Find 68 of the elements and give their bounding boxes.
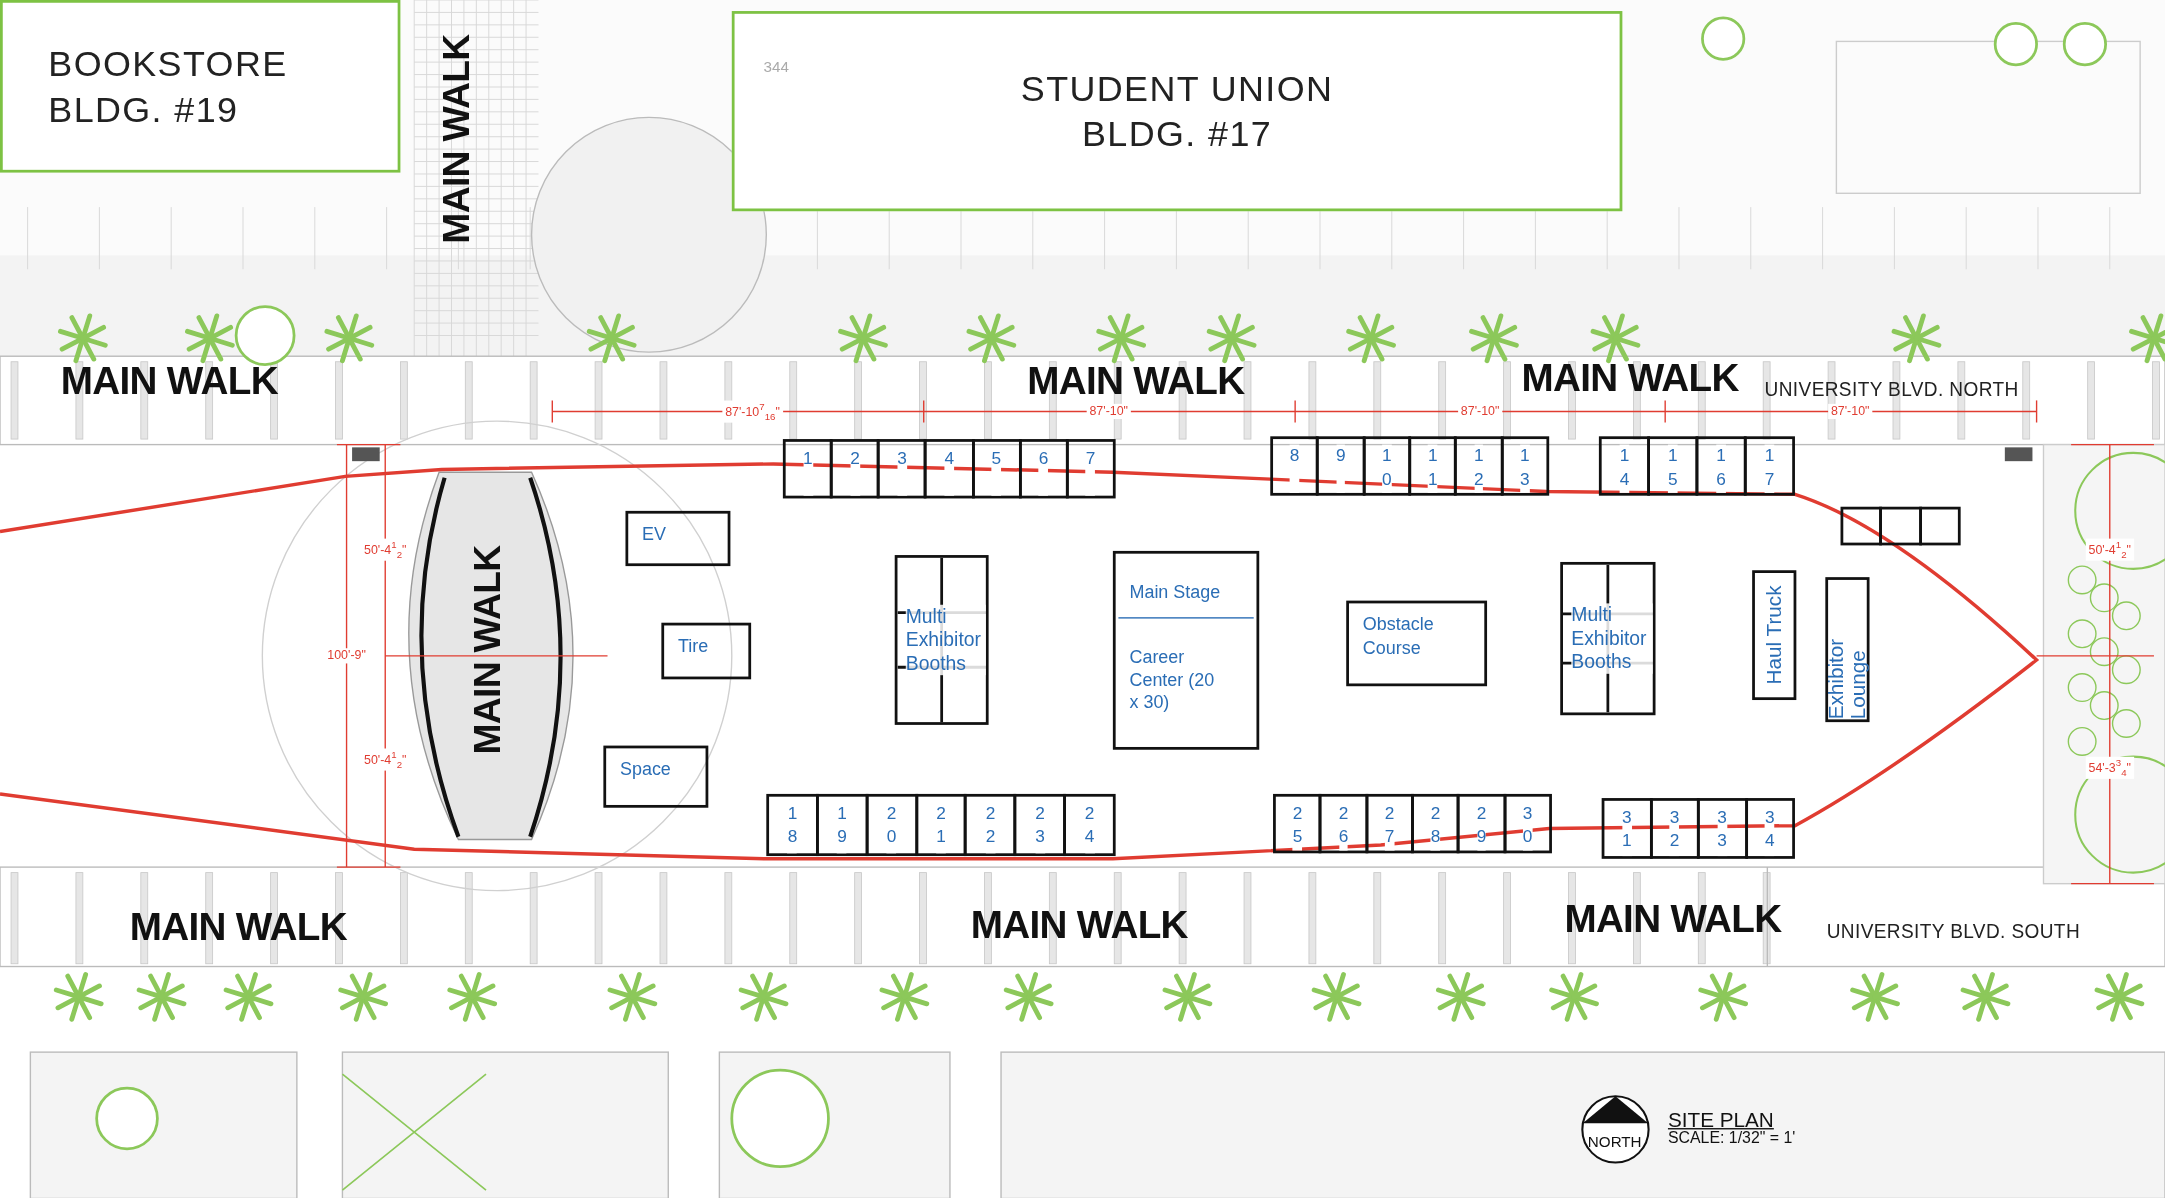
booth-box	[924, 439, 975, 499]
dimension-label: 87'-10"	[1828, 403, 1873, 420]
booth-box	[1065, 439, 1116, 499]
booth-box	[766, 793, 819, 857]
building-label: STUDENT UNION BLDG. #17	[1019, 66, 1335, 156]
booth-number: 13	[1520, 444, 1530, 493]
dimension-label: 87'-10"	[1086, 403, 1131, 420]
booth-number: 14	[1619, 444, 1630, 493]
area-label: Tire	[677, 635, 709, 656]
street-label: UNIVERSITY BLVD. SOUTH	[1826, 919, 2081, 941]
booth-number: 17	[1764, 444, 1775, 493]
area-label: EV	[642, 523, 666, 544]
booth-box	[1063, 793, 1116, 857]
booth-block	[1560, 561, 1656, 716]
walkway-label: MAIN WALK	[970, 905, 1188, 945]
booth-box	[1918, 506, 1961, 546]
booth-number: 16	[1716, 444, 1726, 493]
booth-box	[865, 793, 918, 857]
scale-note: SCALE: 1/32" = 1'	[1667, 1130, 1796, 1147]
booth-number: 11	[1427, 444, 1438, 493]
area-box	[603, 745, 709, 808]
booth-box	[1319, 793, 1368, 854]
booth-block	[894, 555, 989, 725]
area-box	[625, 510, 731, 567]
dimension-label: 50'-4$^{1}$$_{2}$"	[2085, 538, 2134, 561]
booth-box	[1696, 798, 1748, 859]
building-label: BOOKSTORE BLDG. #19	[48, 41, 289, 132]
booth-number: 10	[1381, 444, 1392, 493]
booth-number: 9	[1335, 444, 1346, 493]
walkway-label: MAIN WALK	[439, 34, 477, 244]
booth-box	[1365, 793, 1414, 854]
area-label: Haul Truck	[1763, 585, 1786, 685]
area-label: Space	[619, 758, 671, 779]
walkway-label: MAIN WALK	[1027, 361, 1245, 401]
area-box	[1825, 577, 1870, 723]
north-label: NORTH	[1587, 1134, 1642, 1151]
building-outline	[731, 11, 1623, 212]
area-label: Main Stage	[1129, 581, 1222, 604]
building-outline	[0, 0, 401, 173]
walkway-label: MAIN WALK	[1521, 359, 1739, 398]
booth-box	[1500, 436, 1550, 496]
booth-box	[1879, 506, 1922, 546]
area-box	[1752, 570, 1797, 701]
walkway-label: MAIN WALK	[469, 545, 507, 755]
dimension-label: 54'-3$^{3}$$_{4}$"	[2085, 756, 2134, 779]
area-label: Career Center (20 x 30)	[1129, 646, 1216, 714]
plan-title: SITE PLAN	[1667, 1108, 1774, 1130]
booth-number: 8	[1289, 444, 1300, 493]
area-label: Multi Exhibitor Booths	[1571, 603, 1653, 674]
booth-number: 15	[1668, 444, 1678, 493]
booth-box	[1457, 793, 1506, 854]
booth-box	[1744, 798, 1795, 859]
booth-box	[1598, 436, 1650, 496]
booth-number: 12	[1473, 444, 1484, 493]
area-label: Multi Exhibitor Booths	[905, 605, 986, 675]
booth-box	[1743, 436, 1795, 496]
walkway-label: MAIN WALK	[129, 908, 347, 948]
area-label: Exhibitor Lounge	[1825, 637, 1870, 720]
stage-box	[1112, 550, 1260, 750]
area-label: Obstacle Course	[1362, 613, 1434, 659]
walkway-label: MAIN WALK	[1564, 900, 1782, 939]
dimension-label: 87'-10$^{7}$$_{16}$"	[722, 400, 783, 423]
area-box	[1346, 600, 1488, 687]
area-box	[661, 622, 752, 680]
room-number: 344	[763, 59, 789, 75]
booth-box	[1503, 793, 1552, 854]
street-label: UNIVERSITY BLVD. NORTH	[1764, 378, 2019, 400]
walkway-label: MAIN WALK	[60, 361, 278, 401]
